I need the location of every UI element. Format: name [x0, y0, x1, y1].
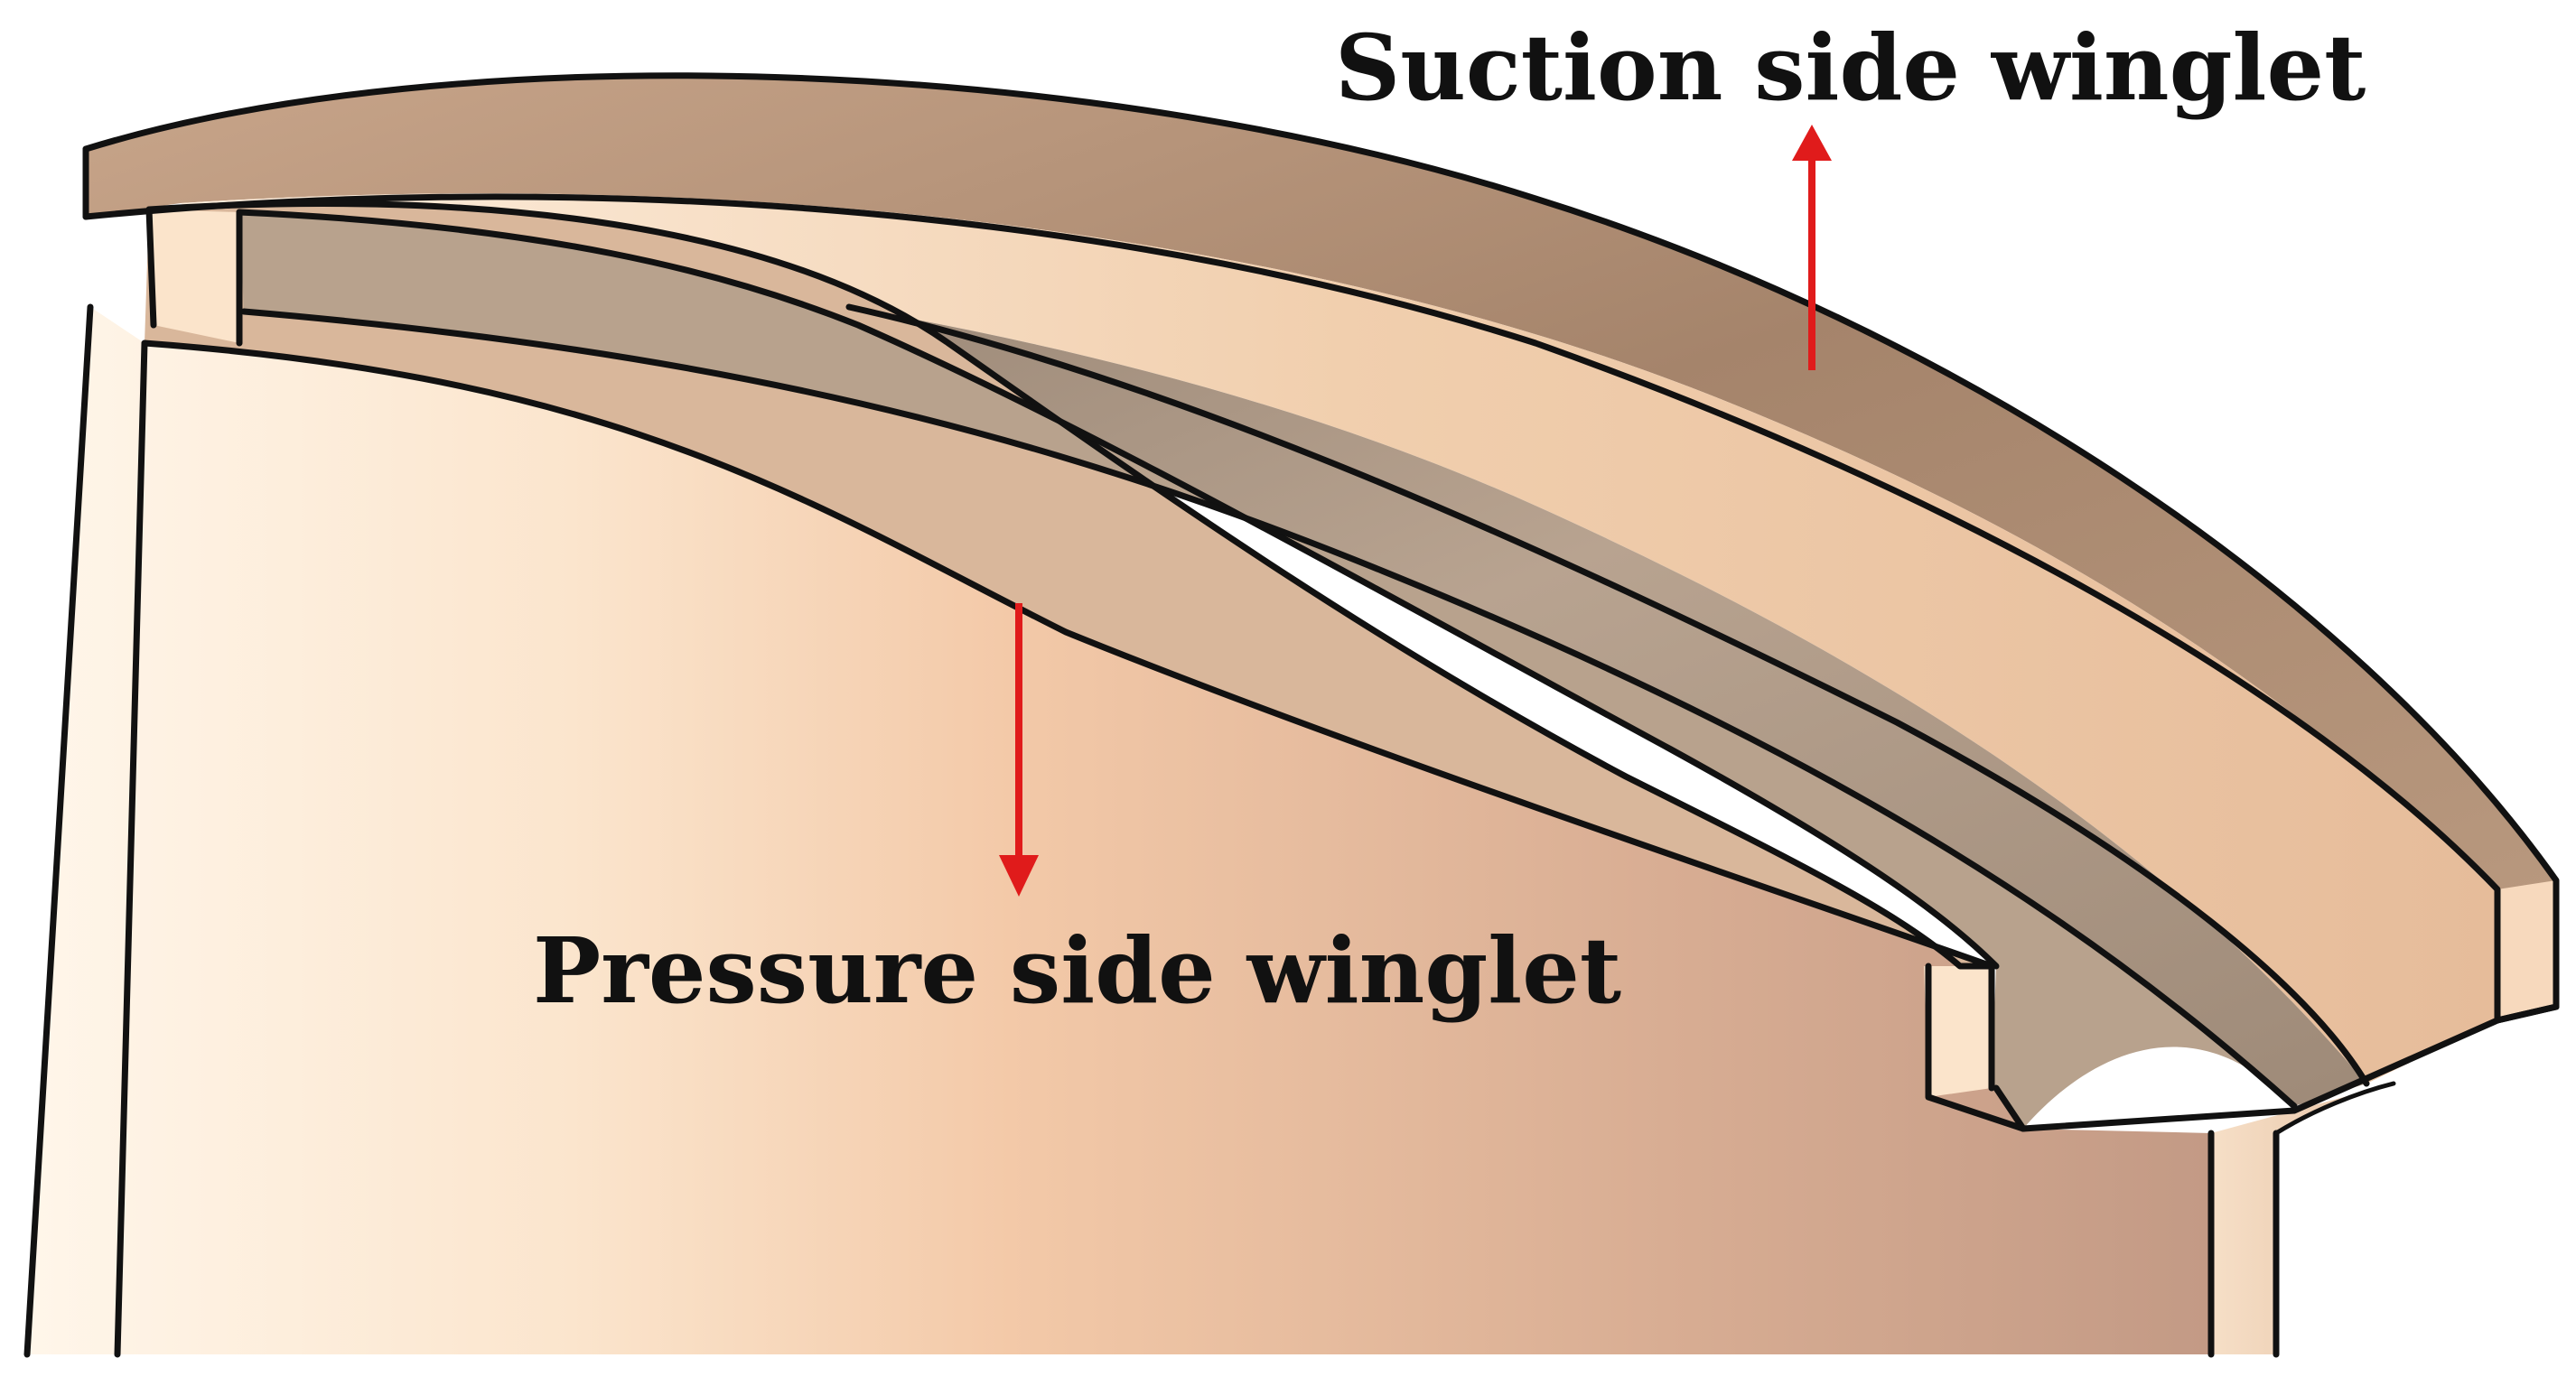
- outline-strokes: [23, 72, 2560, 1358]
- suction-side-winglet: [86, 75, 2556, 898]
- winglet-groove-lower: [239, 212, 2294, 1129]
- winglet-trailing-block-suction: [2497, 880, 2556, 1020]
- winglet-rim: [181, 193, 2502, 1084]
- blade-body: [27, 307, 2211, 1354]
- pressure-side-winglet: [145, 203, 1992, 967]
- winglet-trailing-block: [1924, 966, 1992, 1097]
- suction-arrow: [1792, 125, 1832, 370]
- pressure-side-label: Pressure side winglet: [533, 917, 1621, 1024]
- winglet-leading-block: [149, 209, 239, 343]
- blade-trailing-stem: [2211, 1084, 2394, 1354]
- suction-side-label: Suction side winglet: [1335, 14, 2366, 121]
- pressure-arrow: [999, 603, 1039, 897]
